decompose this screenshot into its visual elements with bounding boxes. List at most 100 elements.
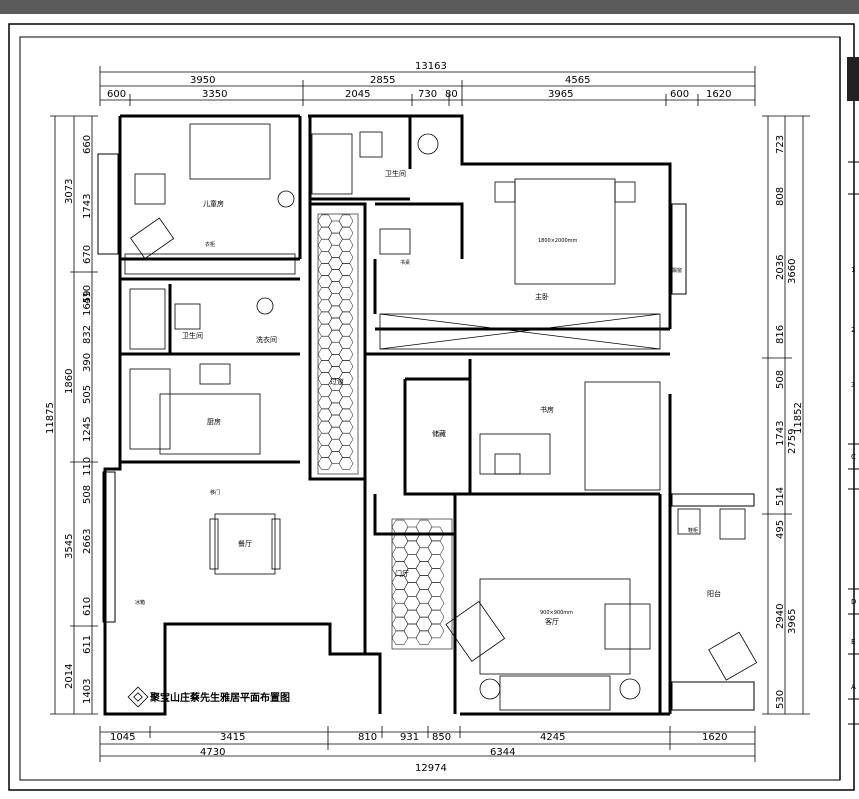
hex-tile	[338, 323, 354, 337]
hex-tile	[328, 232, 343, 246]
dim-right-o1: 3660	[787, 259, 798, 284]
label-closet: 衣柜	[205, 241, 215, 248]
hex-tile	[328, 281, 343, 294]
kid-wardrobe	[124, 253, 296, 275]
plan-linework	[494, 181, 516, 203]
dim-right-i4: 816	[775, 325, 786, 344]
hex-tile	[415, 547, 433, 562]
hex-tile	[328, 220, 343, 234]
hex-tile	[317, 323, 333, 337]
hex-tile	[328, 305, 343, 319]
label-kitchen: 厨房	[207, 417, 221, 426]
dim-left-i14: 611	[82, 635, 93, 654]
dim-right-i1: 723	[775, 135, 786, 154]
dim-bot-1: 1045	[110, 732, 135, 743]
bottom-dimensions	[99, 726, 756, 762]
hex-tile	[317, 311, 333, 325]
plan-linework	[256, 297, 274, 315]
hex-tile	[317, 420, 333, 434]
plan-linework	[494, 453, 521, 475]
plan-linework	[102, 471, 116, 623]
plan-linework	[308, 116, 412, 201]
hex-tile	[338, 299, 354, 313]
hex-tile	[391, 589, 409, 604]
hex-tile	[338, 408, 354, 422]
dim-left-i4: 410	[82, 285, 93, 304]
hex-tile	[328, 426, 343, 440]
dim-top-r2-8: 1620	[706, 89, 731, 100]
hex-tile	[338, 360, 354, 373]
dim-right-total: 11852	[793, 402, 804, 434]
hex-tile	[328, 244, 343, 258]
panel-mark-e: E	[851, 638, 855, 646]
hex-tile	[415, 561, 433, 576]
dim-bot-7: 1620	[702, 732, 727, 743]
hex-tile	[415, 616, 433, 632]
dim-left-i2: 1743	[82, 194, 93, 219]
dim-left-i5: 1659	[82, 291, 93, 316]
hex-tile-corridor	[317, 213, 453, 650]
plan-linework	[363, 202, 670, 714]
panel-mark-c: C	[851, 453, 856, 461]
hex-tile	[403, 609, 421, 625]
kid-bed	[189, 123, 271, 180]
dim-bot-r2-1: 4730	[200, 747, 225, 758]
label-laundry: 洗衣间	[256, 335, 277, 344]
dim-left-i8: 505	[82, 385, 93, 404]
dim-left-o2: 1860	[64, 369, 75, 394]
dim-top-3: 4565	[565, 75, 590, 86]
hex-tile	[317, 335, 333, 349]
master-bed	[514, 178, 616, 285]
hex-tile	[328, 390, 343, 404]
plan-linework	[120, 116, 367, 481]
hex-tile	[338, 420, 354, 434]
hex-tile	[338, 348, 354, 361]
dim-left-o4: 2014	[64, 664, 75, 689]
hex-tile	[403, 554, 421, 569]
hex-tile	[391, 616, 409, 632]
hex-tile	[427, 582, 445, 597]
hex-tile	[317, 432, 333, 446]
label-bath1: 卫生间	[385, 169, 406, 178]
kitchen-counter	[129, 368, 171, 450]
right-dimensions	[762, 115, 810, 715]
furniture	[124, 123, 758, 711]
hex-tile	[328, 257, 343, 270]
label-fridge: 冰箱	[135, 599, 145, 606]
hex-tile	[317, 299, 333, 313]
hex-tile	[391, 533, 409, 549]
coffee-table	[479, 578, 631, 675]
plan-linework	[97, 153, 119, 255]
dim-left-i6: 832	[82, 325, 93, 344]
hex-tile	[328, 317, 343, 331]
hex-tile	[338, 263, 354, 276]
panel-mark-d: D	[851, 598, 856, 606]
dim-left-i10: 110	[82, 457, 93, 476]
label-bay: 飘窗	[672, 267, 682, 274]
hex-tile	[415, 519, 433, 535]
dim-top-r2-7: 600	[670, 89, 689, 100]
dim-left-i9: 1245	[82, 417, 93, 442]
dim-left-i12: 2663	[82, 529, 93, 554]
hex-tile	[415, 589, 433, 604]
top-dimensions	[99, 66, 756, 106]
dim-left-i7: 390	[82, 353, 93, 372]
label-sofa-size: 900×900mm	[540, 610, 573, 616]
hex-tile	[415, 602, 433, 618]
dim-bot-3: 810	[358, 732, 377, 743]
plan-linework	[174, 303, 201, 330]
hex-tile	[338, 445, 354, 458]
plan-linework	[130, 217, 175, 260]
hex-tile	[317, 396, 333, 410]
hex-tile	[338, 214, 354, 228]
hex-tile	[328, 341, 343, 355]
windows	[97, 153, 755, 711]
hex-tile	[338, 396, 354, 410]
plan-linework	[209, 518, 219, 570]
label-dining: 餐厅	[238, 539, 252, 548]
dim-left-o1: 3073	[64, 179, 75, 204]
panel-mark-2: 2	[851, 326, 855, 334]
hex-tile	[317, 360, 333, 373]
hex-tile	[328, 366, 343, 379]
floor-plan-drawing: 1 2 3 C D E A 13163 3950 2855 4565 600 3…	[8, 23, 859, 791]
